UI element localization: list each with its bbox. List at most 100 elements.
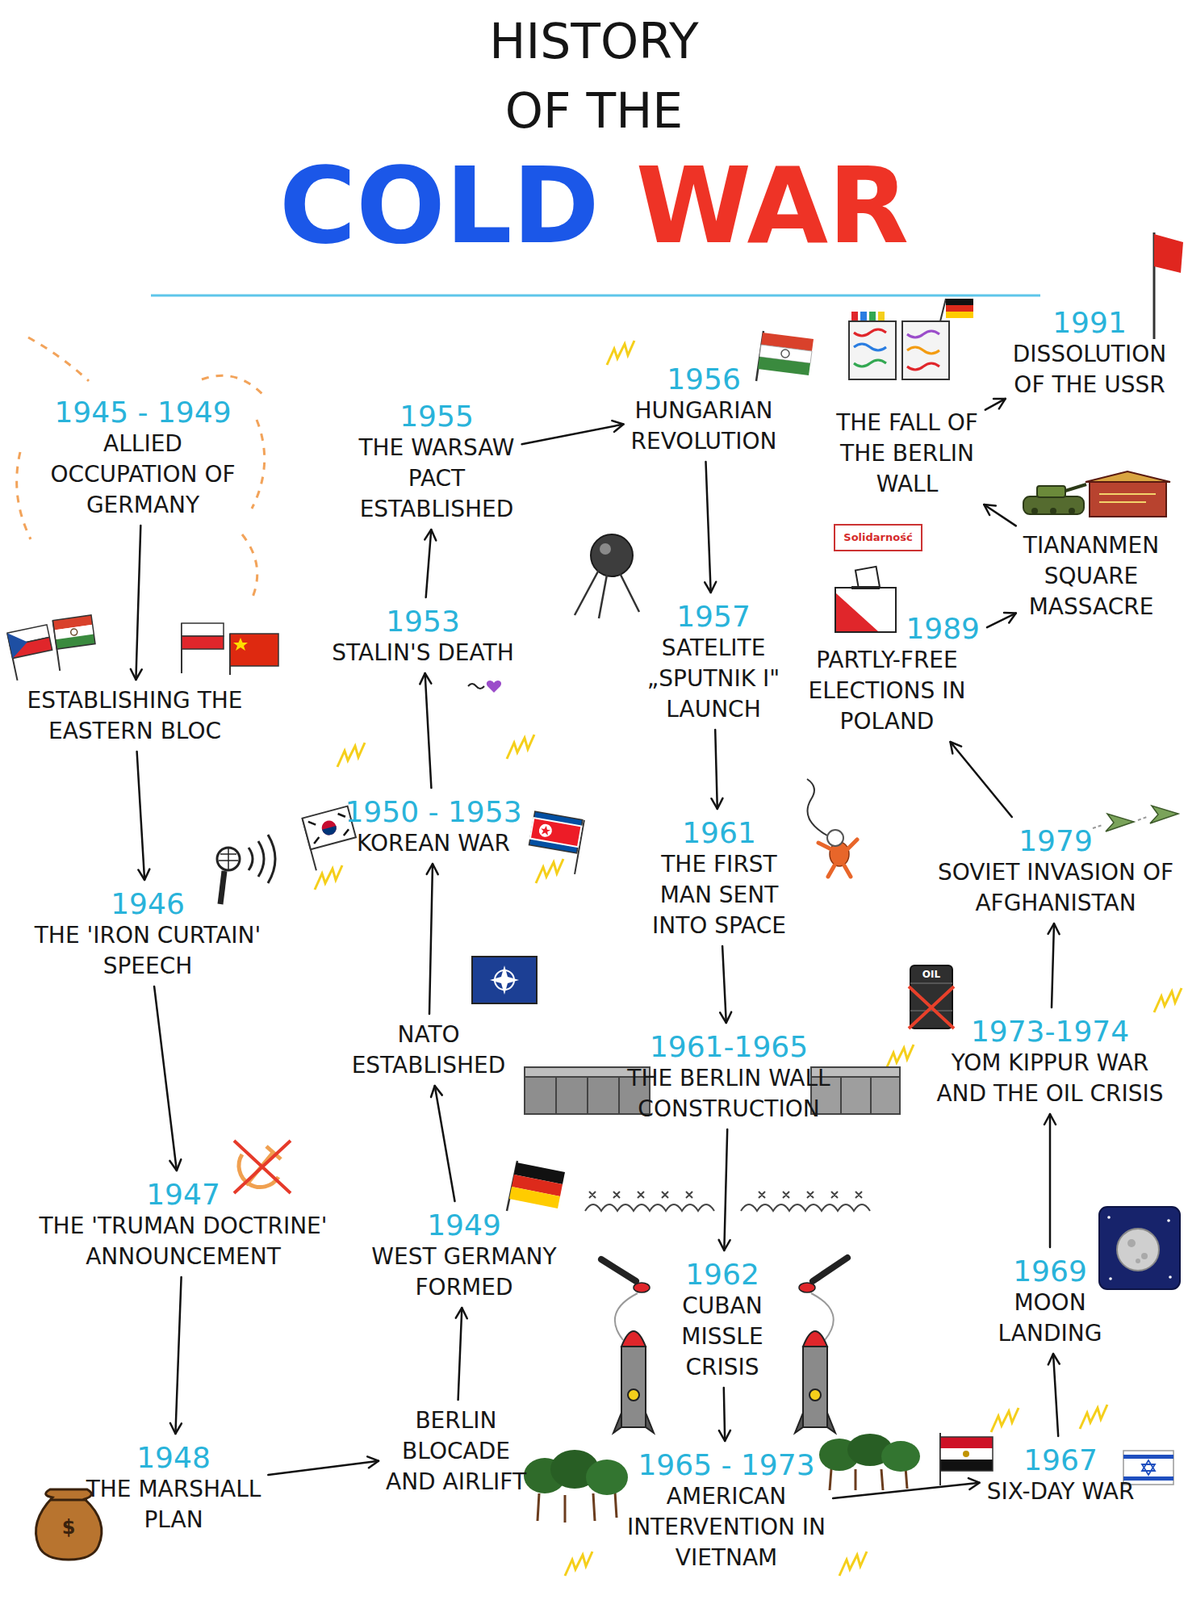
detonators-part	[633, 1282, 650, 1293]
event-text: THE BERLIN WALL CONSTRUCTION	[623, 1062, 834, 1125]
event-date: 1973-1974	[932, 1014, 1168, 1048]
revolution-flag-part	[757, 356, 811, 376]
event-date: 1969	[969, 1254, 1131, 1288]
nato-flag-part	[489, 965, 519, 995]
explosion-bolts-part	[839, 1551, 867, 1576]
event-text: DISSOLUTION OF THE USSR	[1000, 338, 1179, 401]
timeline-arrow	[267, 1460, 379, 1475]
north-korean-flag-part	[538, 823, 554, 839]
event-text: THE FIRST MAN SENT INTO SPACE	[638, 849, 800, 942]
south-korean-flag-part	[322, 825, 339, 837]
event-node: 1953STALIN'S DEATH	[326, 604, 520, 669]
timeline-arrow	[458, 1307, 463, 1400]
event-node: 1965 - 1973AMERICAN INTERVENTION IN VIET…	[625, 1447, 828, 1573]
event-text: SATELITE „SPUTNIK I" LAUNCH	[608, 632, 819, 725]
czech-flag-part	[7, 629, 30, 659]
event-node: 1973-1974YOM KIPPUR WAR AND THE OIL CRIS…	[932, 1014, 1168, 1109]
microphone-part	[258, 840, 264, 877]
painted-wall-part	[945, 311, 974, 318]
astronaut-part	[827, 829, 844, 846]
diagram-title: HISTORY OF THE COLD WAR	[0, 6, 1188, 267]
israeli-flag-part	[1141, 1459, 1155, 1475]
event-node: BERLIN BLOCADE AND AIRLIFT	[375, 1405, 537, 1498]
hungarian-flag-part	[70, 628, 78, 636]
moon-photo	[1099, 1206, 1180, 1289]
event-text: BERLIN BLOCADE AND AIRLIFT	[375, 1405, 537, 1498]
explosion-bolts-part	[606, 340, 635, 365]
berlin-wall-left-part	[556, 1076, 620, 1114]
moon-photo-part	[1108, 1276, 1113, 1281]
chinese-flag-part	[230, 633, 279, 666]
event-date: 1962	[641, 1257, 804, 1291]
event-node: THE FALL OF THE BERLIN WALL	[826, 407, 988, 500]
event-text: AMERICAN INTERVENTION IN VIETNAM	[625, 1480, 828, 1573]
painted-wall-part	[853, 343, 887, 351]
barbed-wire-part	[589, 1191, 693, 1198]
moon-photo-part	[1116, 1228, 1159, 1271]
event-date: 1946	[26, 886, 269, 921]
czech-flag	[7, 624, 57, 681]
revolution-flag-part	[781, 349, 790, 358]
explosion-bolts-part	[1154, 987, 1182, 1013]
missiles-part	[621, 1330, 646, 1347]
fighter-jets-part	[1150, 805, 1179, 824]
event-date: 1961-1965	[623, 1029, 834, 1063]
event-date: 1955	[335, 399, 538, 433]
event-date: 1961	[638, 815, 800, 850]
explosion-bolts-part	[1079, 1404, 1108, 1429]
egyptian-flag-part	[940, 1447, 993, 1460]
event-node: 1991DISSOLUTION OF THE USSR	[1000, 305, 1179, 401]
title-word: WAR	[635, 144, 909, 268]
explosion-bolts-part	[886, 1044, 914, 1069]
event-date: 1953	[326, 604, 520, 638]
moon-photo-part	[1168, 1275, 1172, 1279]
event-text: THE 'TRUMAN DOCTRINE' ANNOUNCEMENT	[37, 1210, 329, 1272]
painted-wall-part	[869, 311, 876, 322]
moon-photo-part	[1099, 1206, 1180, 1289]
missiles-part	[613, 1412, 654, 1433]
microphone-part	[248, 847, 253, 871]
event-text: HUNGARIAN REVOLUTION	[582, 395, 825, 457]
heart-doodle	[468, 680, 502, 693]
timeline-arrow	[987, 613, 1017, 628]
event-text: SIX-DAY WAR	[979, 1476, 1142, 1507]
heart-doodle-part	[468, 683, 485, 689]
event-node: 1979SOVIET INVASION OF AFGHANISTAN	[934, 824, 1177, 919]
event-text: THE WARSAW PACT ESTABLISHED	[335, 432, 538, 525]
event-date: 1991	[1000, 305, 1179, 339]
explosion-bolts-part	[564, 1551, 593, 1576]
event-node: 1962CUBAN MISSLE CRISIS	[641, 1257, 804, 1383]
timeline-arrow	[522, 424, 624, 445]
west-german-flag-part	[509, 1186, 561, 1209]
soviet-flag	[1154, 232, 1184, 339]
south-korean-flag-part	[320, 818, 339, 837]
event-date: 1948	[84, 1440, 263, 1474]
event-node: 1969MOON LANDING	[969, 1254, 1131, 1349]
painted-wall-part	[878, 311, 885, 322]
title-line: COLD WAR	[0, 145, 1188, 267]
sputnik-part	[590, 534, 633, 577]
event-node: 1989PARTLY-FREE ELECTIONS IN POLAND	[794, 611, 980, 737]
tiananmen-tank-part	[1099, 493, 1156, 502]
painted-wall-part	[945, 305, 974, 312]
barbed-wire-part	[758, 1191, 862, 1198]
moon-photo-part	[1127, 1238, 1136, 1247]
microphone-part	[217, 847, 240, 871]
explosion-bolts-part	[991, 1407, 1019, 1432]
event-node: 1967SIX-DAY WAR	[979, 1443, 1142, 1507]
barbed-wire-part	[585, 1204, 715, 1211]
polish-flag-part	[181, 635, 224, 649]
north-korean-flag-part	[529, 811, 583, 854]
astronaut	[807, 778, 858, 877]
timeline-arrow	[175, 1276, 181, 1434]
painted-wall-part	[902, 321, 950, 380]
event-text: KOREAN WAR	[328, 828, 539, 859]
timeline-arrow	[1053, 1353, 1059, 1436]
south-korean-flag-part	[308, 811, 351, 844]
ballot-box-part	[851, 585, 880, 590]
israeli-flag-part	[1123, 1454, 1174, 1459]
timeline-arrow	[706, 461, 712, 593]
event-node: 1946THE 'IRON CURTAIN' SPEECH	[26, 886, 269, 982]
timeline-arrow	[154, 986, 177, 1171]
